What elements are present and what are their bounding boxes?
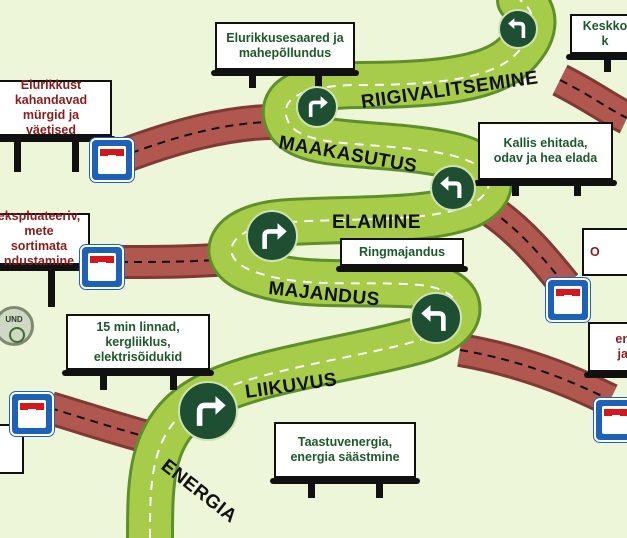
- billboard-text: ekspluateeriv, mete sortimata ndustamine: [0, 209, 90, 268]
- turn-right-arrow-icon: [296, 86, 338, 128]
- main-road: [126, 0, 557, 538]
- billboard-text: Elurikkust kahandavad mürgid ja väetised: [0, 78, 112, 137]
- billboard-ringmajandus: Ringmajandus: [336, 238, 468, 276]
- road-label-elamine: ELAMINE: [332, 212, 421, 233]
- turn-right-arrow-icon: [246, 210, 298, 262]
- dead-end-road-sign-icon: [80, 245, 124, 289]
- compass-label: UND: [5, 315, 23, 324]
- billboard-en-partial: en ja: [584, 322, 627, 387]
- billboard-text: 15 min linnad, kergliiklus, elektrisõidu…: [66, 314, 210, 370]
- billboard-elurikkusesaared: Elurikkusesaared ja mahepõllundus: [211, 22, 359, 88]
- billboard-kallis-ehitada: Kallis ehitada, odav ja hea elada: [474, 122, 617, 197]
- billboard-o-partial: O: [582, 228, 627, 288]
- compass-icon: UND: [0, 306, 34, 346]
- billboard-text: Keskko k: [570, 14, 627, 54]
- turn-right-arrow-icon: [178, 381, 238, 441]
- billboard-text: Taastuvenergia, energia säästmine: [274, 422, 416, 478]
- turn-left-arrow-icon: [430, 165, 476, 211]
- billboard-keskko: Keskko k: [566, 14, 627, 74]
- billboard-text: Ringmajandus: [340, 238, 464, 266]
- dead-end-road-sign-icon: [546, 278, 590, 322]
- billboard-ekspluateeriv: ekspluateeriv, mete sortimata ndustamine: [0, 209, 94, 308]
- dead-end-road-sign-icon: [10, 392, 54, 436]
- billboard-15-min-linnad: 15 min linnad, kergliiklus, elektrisõidu…: [62, 314, 214, 392]
- turn-left-arrow-icon: [410, 292, 462, 344]
- billboard-elurikkust: Elurikkust kahandavad mürgid ja väetised: [0, 78, 116, 172]
- dead-end-road-sign-icon: [90, 138, 134, 182]
- dead-end-road-sign-icon: [594, 398, 627, 442]
- billboard-taastuvenergia: Taastuvenergia, energia säästmine: [270, 422, 420, 498]
- billboard-text: Elurikkusesaared ja mahepõllundus: [215, 22, 355, 70]
- billboard-text: en ja: [588, 322, 627, 372]
- turn-left-arrow-icon: [498, 9, 538, 49]
- billboard-text: O: [582, 228, 627, 276]
- billboard-text: Kallis ehitada, odav ja hea elada: [478, 122, 613, 180]
